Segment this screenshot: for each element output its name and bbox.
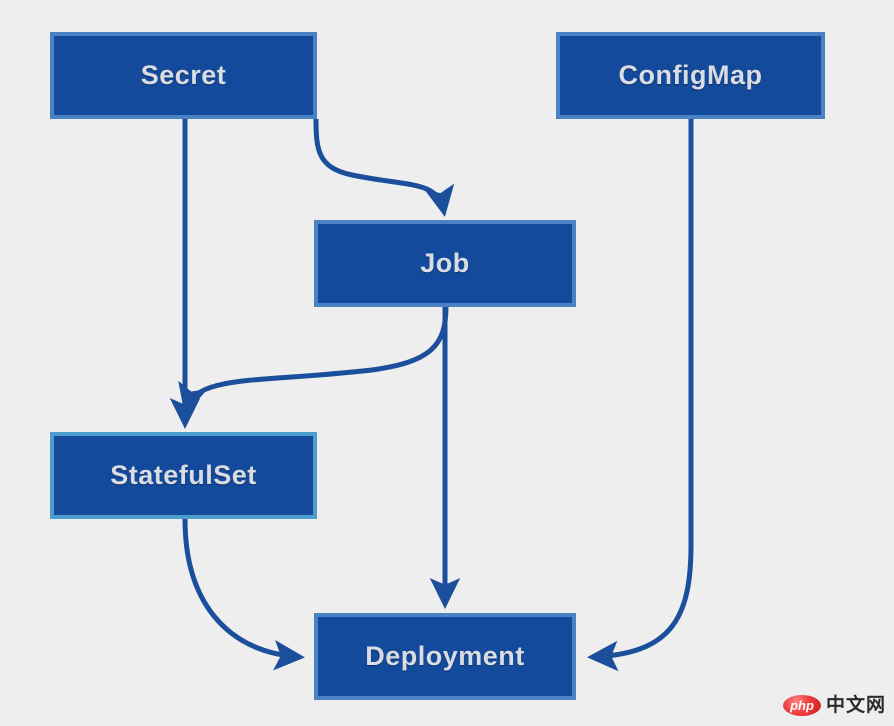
watermark: php 中文网 [782, 694, 886, 716]
watermark-text: 中文网 [825, 694, 886, 716]
node-deployment-label: Deployment [365, 641, 525, 671]
edge-job-to-statefulset [178, 306, 449, 415]
node-configmap[interactable]: ConfigMap [556, 32, 825, 119]
edge-configmap-to-deployment [587, 119, 694, 672]
node-secret[interactable]: Secret [50, 32, 317, 119]
node-deployment[interactable]: Deployment [314, 613, 576, 700]
edge-statefulset-to-deployment [182, 518, 305, 671]
node-configmap-label: ConfigMap [618, 60, 763, 90]
node-secret-label: Secret [140, 60, 227, 90]
node-statefulset[interactable]: StatefulSet [50, 432, 317, 519]
node-job-label: Job [420, 248, 470, 278]
node-job[interactable]: Job [314, 220, 576, 307]
node-statefulset-label: StatefulSet [110, 460, 257, 490]
edge-secret-to-job [313, 118, 455, 217]
php-logo-icon: php [782, 695, 821, 716]
